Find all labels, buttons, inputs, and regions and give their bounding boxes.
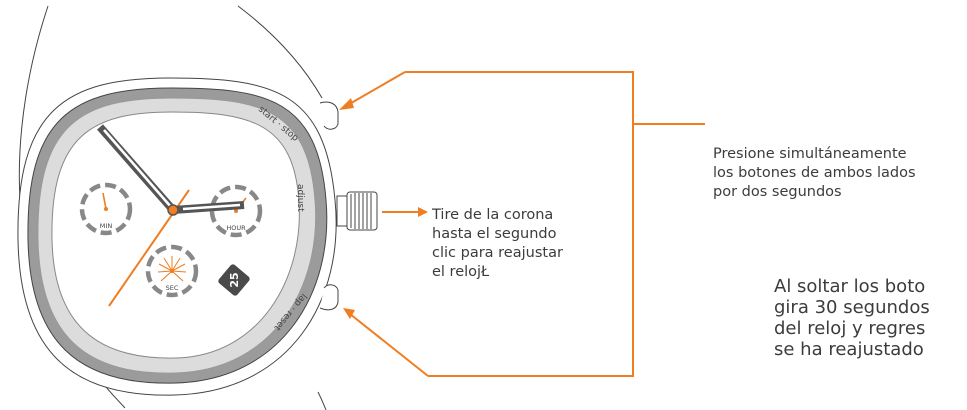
arrowhead-crown	[418, 207, 428, 217]
crown	[336, 191, 378, 231]
note-release-line: gira 30 segundos	[774, 297, 930, 318]
dial-face	[51, 111, 300, 359]
center-pin	[167, 204, 179, 216]
note-crown-line: el relojŁ	[432, 264, 490, 280]
hour-hand	[172, 201, 245, 214]
callout-top-pusher-arrow-line	[345, 71, 406, 107]
note-release-line: del reloj y regres	[774, 318, 926, 339]
note-crown-instructions: Tire de la corona hasta el segundo clic …	[432, 206, 563, 282]
strap-right-lower-outline	[317, 391, 327, 410]
note-buttons-line: Presione simultáneamente	[713, 146, 907, 162]
callout-bottom-pusher-arrow-line	[349, 313, 429, 377]
note-release-line: se ha reajustado	[774, 339, 924, 360]
note-crown-line: hasta el segundo	[432, 226, 557, 242]
callout-buttons-bracket	[405, 71, 634, 377]
note-buttons-instructions: Presione simultáneamente los botones de …	[713, 145, 916, 202]
note-buttons-line: por dos segundos	[713, 184, 842, 200]
subdial-sec-label: SEC	[166, 284, 179, 292]
subdial-min-label: MIN	[100, 222, 113, 230]
note-crown-line: clic para reajustar	[432, 245, 563, 261]
bottom-pusher	[319, 284, 339, 311]
note-release-instructions: Al soltar los boto gira 30 segundos del …	[774, 276, 930, 360]
note-buttons-line: los botones de ambos lados	[713, 165, 916, 181]
arrowhead-bottom-pusher	[343, 308, 355, 319]
top-pusher	[319, 101, 339, 130]
minute-hand	[96, 124, 177, 213]
date-window-value: 25	[228, 272, 241, 287]
bezel-label-adjust: adjust	[295, 184, 305, 212]
note-release-line: Al soltar los boto	[774, 276, 926, 297]
subdial-min: MIN	[79, 182, 133, 236]
subdial-hour-label: HOUR	[226, 224, 246, 232]
note-crown-line: Tire de la corona	[432, 207, 554, 223]
subdial-sec: SEC	[145, 244, 199, 298]
date-window: 25	[218, 264, 250, 296]
strap-right-outline	[237, 5, 323, 99]
arrowhead-top-pusher	[339, 98, 354, 110]
